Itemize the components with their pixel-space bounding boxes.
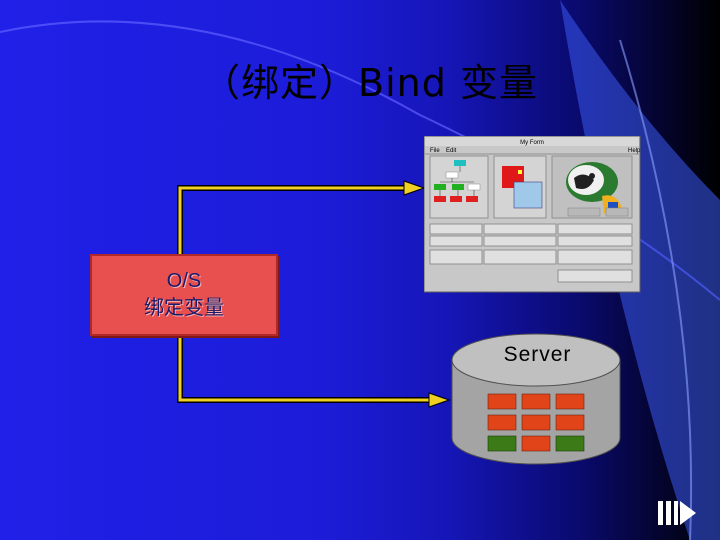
menu-help[interactable]: Help xyxy=(628,148,641,154)
os-label: O/S xyxy=(166,270,202,292)
menu-edit[interactable]: Edit xyxy=(446,148,457,154)
arrow-to-server xyxy=(177,332,451,408)
form-fields xyxy=(429,223,633,283)
nav-next-icon[interactable] xyxy=(674,501,696,525)
nav-pause-icon[interactable] xyxy=(658,501,671,525)
shapes-panel xyxy=(493,155,547,219)
server-cylinder xyxy=(451,333,621,465)
bind-variable-box: O/S 绑定变量 xyxy=(90,254,278,336)
server-table-grid xyxy=(487,393,585,452)
parrot-image xyxy=(551,155,633,219)
tree-panel xyxy=(429,155,489,219)
form-window: My Form File Edit Help xyxy=(424,136,641,293)
arrow-to-form xyxy=(177,180,426,254)
bind-variable-label: 绑定变量 xyxy=(144,297,224,319)
server-label: Server xyxy=(503,343,572,366)
slide-navigation xyxy=(658,501,696,525)
slide-title: （绑定）Bind 变量 xyxy=(202,61,538,105)
media-controls xyxy=(567,207,629,217)
menu-file[interactable]: File xyxy=(430,148,440,154)
form-window-title: My Form xyxy=(520,140,544,146)
